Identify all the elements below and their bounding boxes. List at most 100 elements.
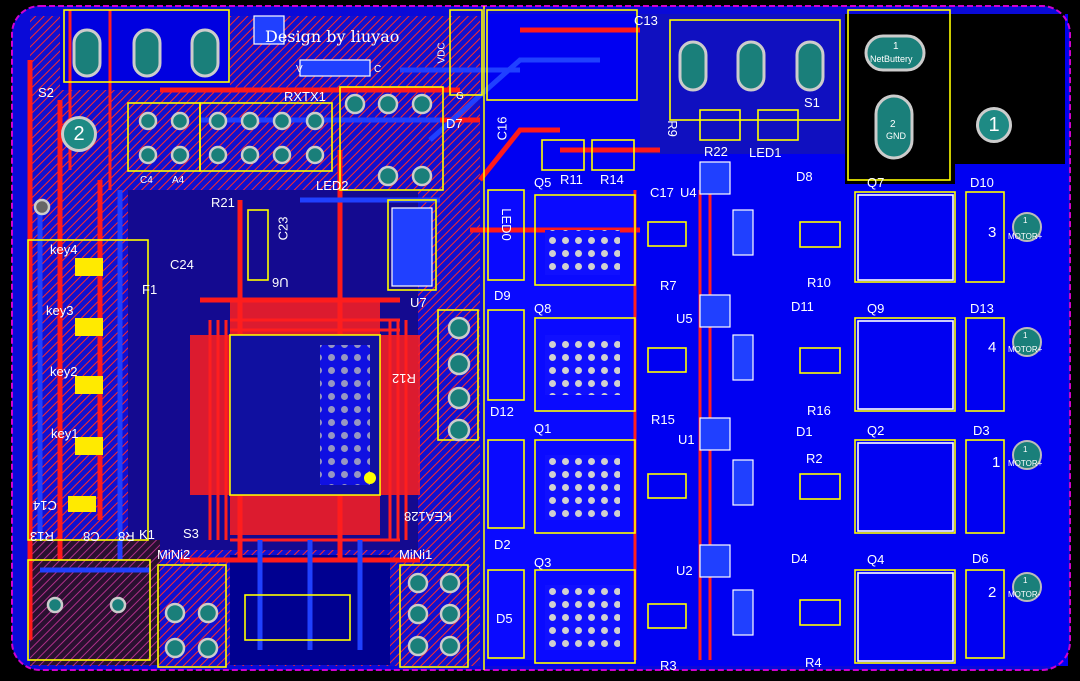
- label-k1: K1: [139, 527, 155, 542]
- label-d2: D2: [494, 537, 511, 552]
- motor4-label: MOTOR+: [1008, 345, 1043, 354]
- label-c17: C17: [650, 185, 674, 200]
- battery-gnd-label: GND: [886, 131, 906, 141]
- label-r12: R12: [392, 371, 416, 386]
- label-r21: R21: [211, 195, 235, 210]
- label-d11: D11: [791, 299, 814, 314]
- label-r16: R16: [807, 403, 831, 418]
- label-q9: Q9: [867, 301, 885, 316]
- label-d5: D5: [496, 611, 513, 626]
- label-u5: U5: [676, 311, 693, 326]
- battery-pin2-label: 2: [890, 119, 896, 130]
- label-r15: R15: [651, 412, 675, 427]
- motor4-pin: 1: [1023, 331, 1028, 340]
- label-r22: R22: [704, 144, 728, 159]
- label-d7: D7: [446, 116, 463, 131]
- label-rxtx1: RXTX1: [284, 89, 326, 104]
- label-mini1: MiNi1: [399, 547, 433, 562]
- motor4-number: 4: [988, 339, 997, 356]
- label-q4: Q4: [867, 552, 885, 567]
- label-r9: R9: [664, 120, 680, 137]
- label-q1: Q1: [534, 421, 552, 436]
- key2-pad: [75, 376, 103, 394]
- label-led0: LED0: [498, 208, 514, 241]
- key1-pad: [75, 437, 103, 455]
- label-led2: LED2: [316, 178, 349, 193]
- label-d3: D3: [973, 423, 990, 438]
- label-f1: F1: [142, 282, 158, 297]
- label-r2: R2: [806, 451, 823, 466]
- label-c16: C16: [494, 116, 510, 141]
- label-q8: Q8: [534, 301, 552, 316]
- label-c8: C8: [83, 529, 100, 544]
- label-r8: R8: [118, 529, 135, 544]
- label-d6: D6: [972, 551, 989, 566]
- motor1-label: MOTOR+: [1008, 459, 1043, 468]
- key2-label: key2: [50, 364, 78, 379]
- label-led1: LED1: [749, 145, 782, 160]
- label-mini2: MiNi2: [157, 547, 191, 562]
- label-kea128: KEA128: [404, 509, 452, 524]
- label-d10: D10: [970, 175, 994, 190]
- label-d12: D12: [490, 404, 514, 419]
- label-u2: U2: [676, 563, 693, 578]
- label-c24: C24: [170, 257, 194, 272]
- label-d9: D9: [494, 288, 511, 303]
- label-c14: C14: [33, 498, 57, 513]
- c14-pad: [68, 496, 96, 512]
- label-q2: Q2: [867, 423, 885, 438]
- design-credit-text: Design by liuyao: [265, 27, 400, 46]
- label-q7: Q7: [867, 175, 885, 190]
- label-vdc: VDC: [436, 42, 448, 64]
- label-s1: S1: [804, 95, 820, 110]
- battery-pin1-label: 1: [893, 41, 899, 52]
- motor3-pin: 1: [1023, 216, 1028, 225]
- label-r3: R3: [660, 658, 677, 673]
- label-c4: C4: [140, 175, 153, 186]
- motor4-pad: [1012, 327, 1042, 357]
- motor3-pad: [1012, 212, 1042, 242]
- key1-label: key1: [51, 426, 79, 441]
- label-q3: Q3: [534, 555, 552, 570]
- battery-net-label: NetButtery: [870, 54, 913, 64]
- label-s3: S3: [183, 526, 199, 541]
- label-d4: D4: [791, 551, 808, 566]
- motor1-number: 1: [992, 454, 1001, 471]
- label-c: C: [374, 64, 382, 75]
- mount-pad-2: 2: [61, 116, 97, 152]
- motor2-number: 2: [988, 584, 997, 601]
- motor2-pad: [1012, 572, 1042, 602]
- motor1-pin: 1: [1023, 445, 1028, 454]
- label-r4: R4: [805, 655, 822, 670]
- label-c23: C23: [275, 216, 291, 241]
- label-r7: R7: [660, 278, 677, 293]
- label-r11: R11: [560, 172, 583, 187]
- label-s2: S2: [38, 85, 54, 100]
- label-u4: U4: [680, 185, 697, 200]
- key3-pad: [75, 318, 103, 336]
- label-u6: U6: [272, 275, 289, 290]
- motor2-pin: 1: [1023, 576, 1028, 585]
- mount-pad-1: 1: [976, 107, 1012, 143]
- label-r13: R13: [30, 529, 54, 544]
- key3-label: key3: [46, 303, 74, 318]
- label-a4: A4: [172, 175, 185, 186]
- key4-label: key4: [50, 242, 78, 257]
- label-r14: R14: [600, 172, 624, 187]
- label-g: G: [456, 91, 464, 102]
- key4-pad: [75, 258, 103, 276]
- motor3-label: MOTOR+: [1008, 232, 1043, 241]
- label-v: V: [296, 64, 303, 75]
- label-d13: D13: [970, 301, 994, 316]
- label-r10: R10: [807, 275, 831, 290]
- label-u1: U1: [678, 432, 695, 447]
- label-d1: D1: [796, 424, 813, 439]
- label-u7: U7: [410, 295, 427, 310]
- motor3-number: 3: [988, 224, 997, 241]
- label-c13: C13: [634, 13, 658, 28]
- label-d8: D8: [796, 169, 813, 184]
- motor2-label: MOTOR-: [1008, 590, 1041, 599]
- motor1-pad: [1012, 440, 1042, 470]
